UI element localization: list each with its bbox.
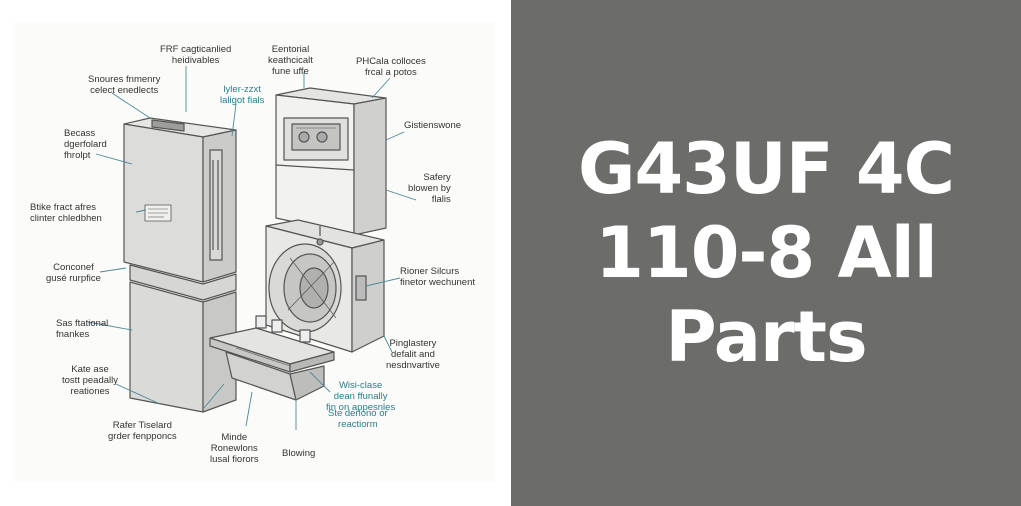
label-ste: Ste derlono or reactiorm [328,408,388,430]
label-snoures: Snoures fnmenry celect enedlects [88,74,161,96]
furnace-exploded-diagram [87,66,417,430]
diagram-background [14,22,494,482]
control-module [275,87,387,236]
title-panel: G43UF 4C 110-8 All Parts [511,0,1021,506]
label-becass: Becass dgerfolard fhrolpt [64,128,107,161]
label-entorial: Eentorial keathcicalt fune uffe [268,44,313,77]
title-line-1: G43UF 4C [578,128,955,210]
label-wisi: Wisi-clase dean ffunally fin on appesnle… [326,380,396,413]
label-gistienswone: Gistienswone [404,120,462,131]
title-line-3: Parts [665,296,867,378]
label-sas: Sas ftational fnankes [56,318,109,340]
title-line-2: 110-8 All [595,212,937,294]
furnace-exploded-diagram-panel: FRF cagticanlied heidivables Eentorial k… [14,22,494,482]
label-pinglastery: Pinglastery defalit and nesdnvartive [386,338,440,371]
label-rafer: Rafer Tiselard grder fenpponcs [108,420,177,442]
label-minde: Minde Ronewlons lusal fiorors [210,432,259,465]
small-parts [255,226,324,343]
upper-cabinet [123,117,237,283]
label-safery: Safery blowen by flalis [408,172,451,205]
label-frf: FRF cagticanlied heidivables [160,44,232,66]
label-kate: Kate ase tostt peadally reationes [62,364,118,397]
leader-lines [87,66,417,430]
title-heading: G43UF 4C 110-8 All Parts [578,127,955,379]
blower-module [265,219,385,353]
label-blowing: Blowing [282,448,316,459]
label-conconef: Conconef gusé rurpfice [46,262,101,284]
label-rioner: Rioner Silcurs finetor wechunent [400,266,475,288]
label-btike: Btike fract afres clinter chledbhen [30,202,102,224]
base-tray [209,327,335,401]
label-lyler: lyler-zzxt laligot fials [220,84,265,106]
lower-cabinet [129,264,237,413]
label-phcla: PHCala colloces frcal a potos [356,56,426,78]
